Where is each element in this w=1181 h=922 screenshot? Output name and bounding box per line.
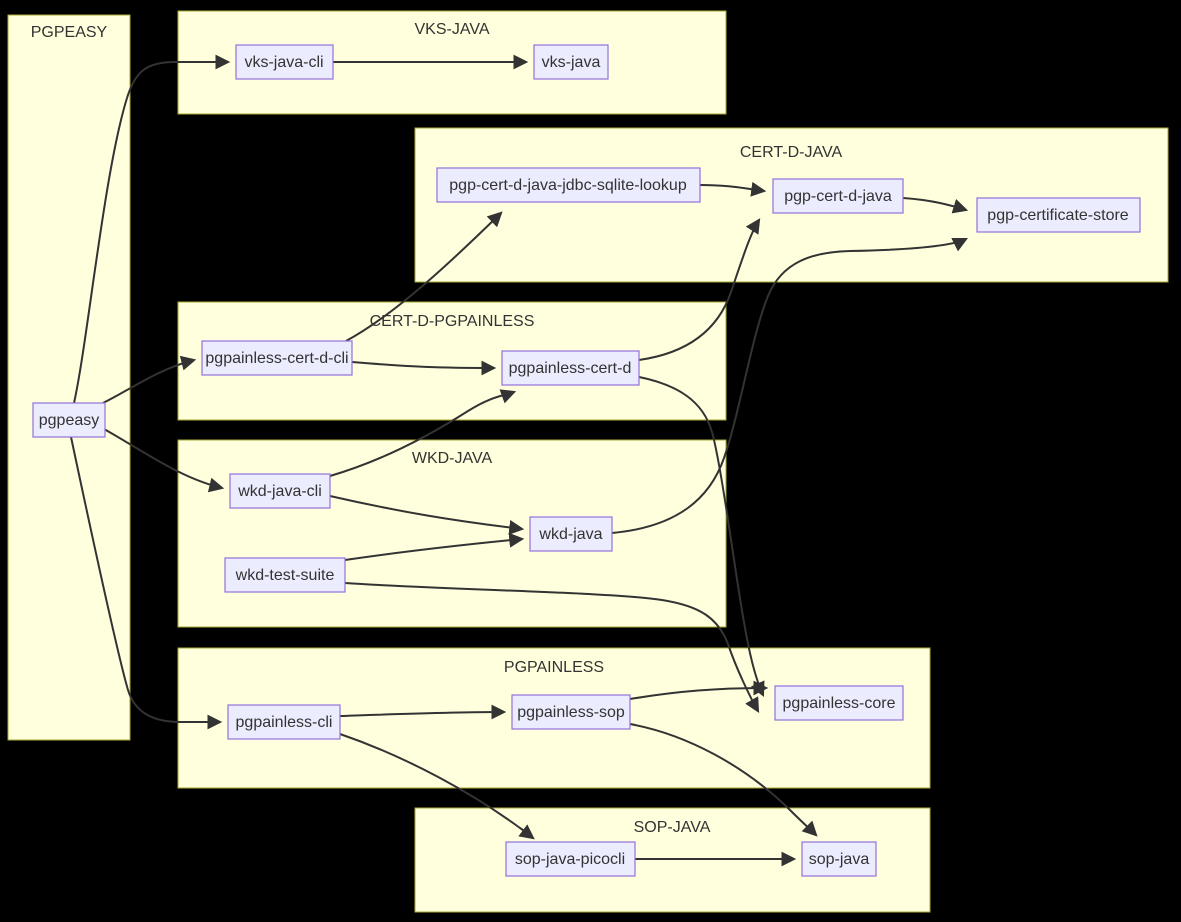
edge-pgpainless-cli-to-sop-java-picocli [339,733,535,840]
node-pgpeasy-label: pgpeasy [39,412,100,429]
node-wkd-java-label: wkd-java [538,526,602,543]
edge-wkd-java-cli-to-pgpainless-cert-d [329,389,517,477]
edge-pgpainless-cert-d-to-pgpainless-core [638,376,765,698]
node-pgp-cert-d-java: pgp-cert-d-java [772,178,904,214]
node-pgpainless-cert-d-rect [501,350,640,386]
node-pgpainless-sop-label: pgpainless-sop [517,704,625,721]
node-pgpainless-cli: pgpainless-cli [227,704,341,740]
node-vks-java-rect [533,44,609,80]
node-pgp-cert-d-java-jdbc-sqlite-lookup-label: pgp-cert-d-java-jdbc-sqlite-lookup [449,177,687,194]
node-wkd-test-suite-rect [224,557,346,593]
node-sop-java-picocli: sop-java-picocli [505,841,636,877]
cluster-pgpainless-title: PGPAINLESS [504,659,604,676]
node-vks-java-cli-label: vks-java-cli [244,54,323,71]
node-pgpainless-core: pgpainless-core [774,685,904,721]
node-sop-java-label: sop-java [809,851,870,868]
node-pgpainless-cert-d-cli-label: pgpainless-cert-d-cli [205,350,348,367]
cluster-wkd-java-rect [177,439,727,628]
edge-pgpeasy-to-vks-java-cli [73,54,231,404]
node-pgpainless-sop: pgpainless-sop [511,694,631,730]
edge-pgpainless-cli-to-pgpainless-sop [339,704,507,720]
edge-wkd-java-to-pgp-certificate-store [611,237,969,534]
edge-wkd-test-suite-to-pgpainless-core [344,582,760,713]
cluster-pgpeasy-rect [7,14,131,741]
cluster-pgpeasy: PGPEASY [7,14,131,741]
edge-pgpainless-sop-to-sop-java [629,723,818,837]
edge-pgpainless-cert-d-cli-to-pgpainless-cert-d [351,360,497,376]
edge-wkd-test-suite-to-wkd-java [344,532,525,561]
node-vks-java: vks-java [533,44,609,80]
node-pgpainless-cert-d-cli: pgpainless-cert-d-cli [201,340,353,376]
cluster-wkd-java: WKD-JAVA [177,439,727,628]
node-pgp-certificate-store-label: pgp-certificate-store [987,207,1128,224]
node-pgpeasy: pgpeasy [32,402,106,438]
cluster-vks-java-title: VKS-JAVA [415,21,490,38]
node-sop-java-picocli-label: sop-java-picocli [515,851,625,868]
node-wkd-java-cli: wkd-java-cli [229,473,331,509]
edge-pgp-cert-d-java-jdbc-sqlite-lookup-to-pgp-cert-d-java [699,181,767,197]
edge-pgp-cert-d-java-to-pgp-certificate-store [902,197,969,214]
edge-pgpainless-sop-to-pgpainless-core [629,680,769,700]
edge-pgpeasy-to-pgpainless-cert-d-cli [102,355,197,404]
node-vks-java-label: vks-java [542,54,601,71]
cluster-pgpeasy-title: PGPEASY [31,24,108,41]
node-sop-java: sop-java [801,841,877,877]
node-pgp-cert-d-java-jdbc-sqlite-lookup: pgp-cert-d-java-jdbc-sqlite-lookup [436,167,701,203]
node-wkd-java: wkd-java [529,516,613,552]
node-wkd-test-suite: wkd-test-suite [224,557,346,593]
edge-pgpainless-cert-d-to-pgp-cert-d-java [638,218,761,361]
node-pgp-cert-d-java-rect [772,178,904,214]
node-pgpainless-cert-d: pgpainless-cert-d [501,350,640,386]
node-pgpainless-sop-rect [511,694,631,730]
node-pgpainless-core-label: pgpainless-core [783,695,896,712]
node-wkd-java-rect [529,516,613,552]
node-pgp-certificate-store-rect [976,197,1141,233]
node-wkd-java-cli-label: wkd-java-cli [237,483,322,500]
node-sop-java-rect [801,841,877,877]
node-vks-java-cli-rect [235,44,334,80]
edge-wkd-java-cli-to-wkd-java [329,495,525,535]
node-pgpainless-cli-rect [227,704,341,740]
cluster-sop-java-title: SOP-JAVA [634,819,711,836]
edge-pgpainless-cert-d-cli-to-pgp-cert-d-java-jdbc-sqlite-lookup [345,211,503,342]
cluster-cert-d-java-title: CERT-D-JAVA [740,144,843,161]
node-wkd-test-suite-label: wkd-test-suite [235,567,335,584]
node-pgpeasy-rect [32,402,106,438]
node-pgp-certificate-store: pgp-certificate-store [976,197,1141,233]
node-pgpainless-cert-d-label: pgpainless-cert-d [509,360,632,377]
node-vks-java-cli: vks-java-cli [235,44,334,80]
node-pgpainless-cli-label: pgpainless-cli [236,714,333,731]
node-pgpainless-core-rect [774,685,904,721]
node-pgpainless-cert-d-cli-rect [201,340,353,376]
node-sop-java-picocli-rect [505,841,636,877]
cluster-cert-d-pgpainless-title: CERT-D-PGPAINLESS [370,313,535,330]
node-wkd-java-cli-rect [229,473,331,509]
edge-pgpeasy-to-pgpainless-cli [70,436,223,730]
edge-pgpeasy-to-wkd-java-cli [103,428,225,493]
node-pgp-cert-d-java-label: pgp-cert-d-java [784,188,892,205]
node-pgp-cert-d-java-jdbc-sqlite-lookup-rect [436,167,701,203]
cluster-wkd-java-title: WKD-JAVA [412,450,493,467]
